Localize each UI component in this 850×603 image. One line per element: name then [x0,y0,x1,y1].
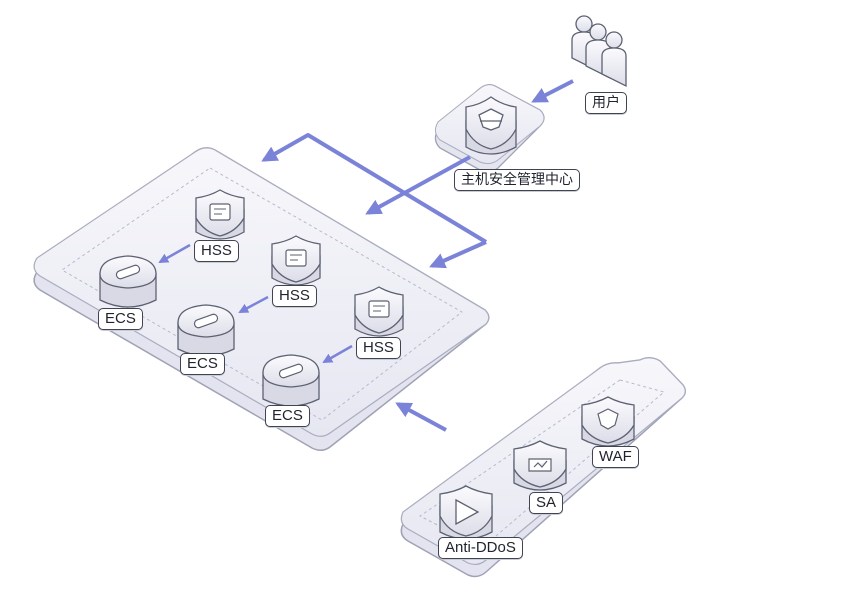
ecs-label-1: ECS [98,308,143,330]
hss-label-2: HSS [272,285,317,307]
waf-shield-icon [581,396,635,447]
small-arrows [158,243,353,364]
arrow-center-to-platform-left [261,133,488,244]
shield-icon [465,96,517,155]
users-icon [571,15,627,88]
analysis-icon [513,440,567,491]
document-shield-icon [354,286,404,337]
arrow-center-to-platform-right [429,240,487,269]
ecs-label-2: ECS [180,353,225,375]
arrow-hss2-to-ecs2 [238,295,269,314]
arrow-user-to-center [531,79,574,103]
user-label: 用户 [585,92,627,114]
hss-center-label: 主机安全管理中心 [454,169,580,191]
hss-label-1: HSS [194,240,239,262]
waf-label: WAF [592,446,639,468]
document-shield-icon [195,189,245,240]
server-icon [177,304,235,357]
triangle-shield-icon [439,485,493,540]
anti-ddos-label: Anti-DDoS [438,537,523,559]
sa-label: SA [529,492,564,514]
arrow-center-to-platform-mid [365,155,471,215]
arrow-hss3-to-ecs3 [322,344,353,364]
server-icon [99,255,157,308]
server-icon [262,354,320,407]
document-shield-icon [271,235,321,286]
arrow-hss1-to-ecs1 [158,243,191,264]
arrows [261,79,574,432]
ecs-label-3: ECS [265,405,310,427]
hss-label-3: HSS [356,337,401,359]
arrow-security-to-platform [395,402,447,432]
